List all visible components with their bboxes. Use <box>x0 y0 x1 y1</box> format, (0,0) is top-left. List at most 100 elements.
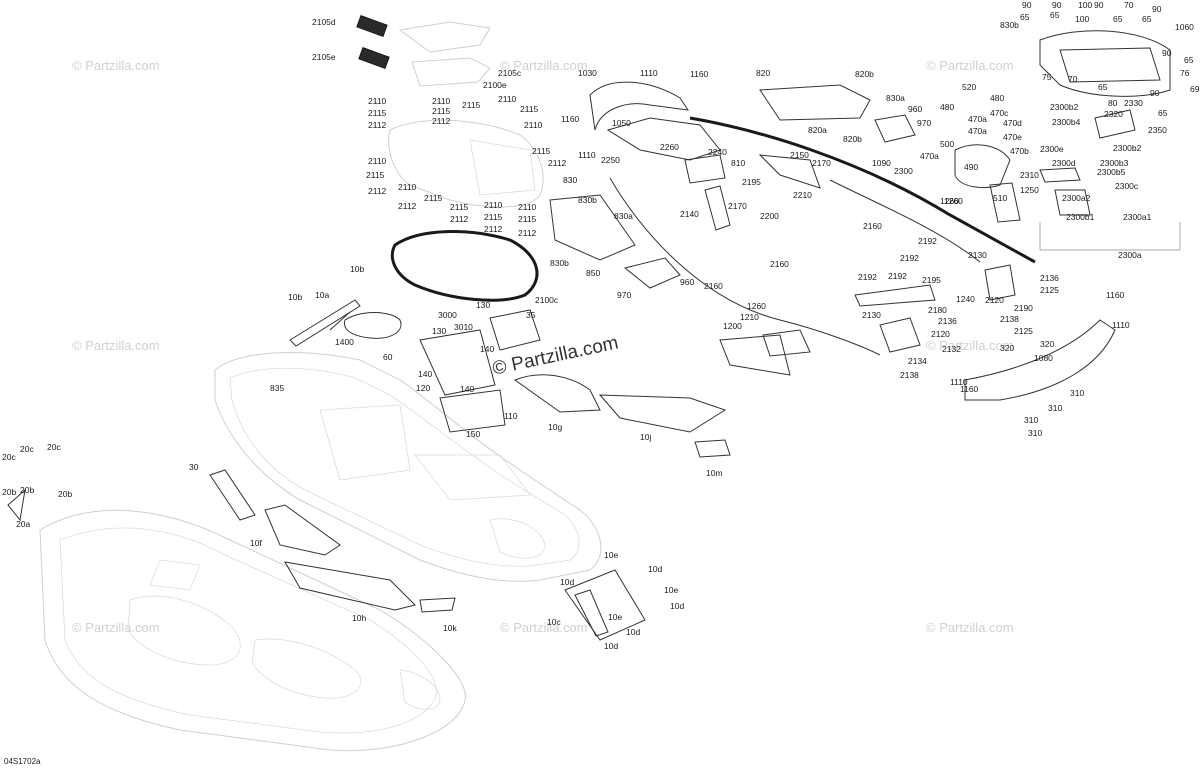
callout-label[interactable]: 320 <box>1040 339 1054 349</box>
callout-label[interactable]: 2300d <box>1052 158 1076 168</box>
callout-label[interactable]: 2300b2 <box>1113 143 1142 153</box>
callout-label[interactable]: 130 <box>476 300 490 310</box>
callout-label[interactable]: 65 <box>1098 82 1108 92</box>
callout-label[interactable]: 2130 <box>968 250 987 260</box>
callout-label[interactable]: 960 <box>908 104 922 114</box>
callout-label[interactable]: 10k <box>443 623 457 633</box>
callout-label[interactable]: 10e <box>608 612 622 622</box>
callout-label[interactable]: 820b <box>843 134 862 144</box>
callout-label[interactable]: 10e <box>604 550 618 560</box>
callout-label[interactable]: 835 <box>270 383 284 393</box>
callout-label[interactable]: 65 <box>1113 14 1123 24</box>
callout-label[interactable]: 2300 <box>894 166 913 176</box>
callout-label[interactable]: 490 <box>964 162 978 172</box>
callout-label[interactable]: 2115 <box>366 170 385 180</box>
callout-label[interactable]: 2150 <box>790 150 809 160</box>
callout-label[interactable]: 2136 <box>1040 273 1059 283</box>
callout-label[interactable]: 2190 <box>1014 303 1033 313</box>
callout-label[interactable]: 310 <box>1070 388 1084 398</box>
callout-label[interactable]: 2160 <box>863 221 882 231</box>
callout-label[interactable]: 65 <box>1142 14 1152 24</box>
callout-label[interactable]: 470e <box>1003 132 1022 142</box>
callout-label[interactable]: 90 <box>1150 88 1160 98</box>
callout-label[interactable]: 2120 <box>985 295 1004 305</box>
callout-label[interactable]: 2170 <box>812 158 831 168</box>
callout-label[interactable]: 2195 <box>922 275 941 285</box>
callout-label[interactable]: 830b <box>550 258 569 268</box>
callout-label[interactable]: 2110 <box>524 120 543 130</box>
callout-label[interactable]: 2192 <box>900 253 919 263</box>
callout-label[interactable]: 2112 <box>368 120 387 130</box>
callout-label[interactable]: 2100c <box>535 295 559 305</box>
callout-label[interactable]: 65 <box>1184 55 1194 65</box>
callout-label[interactable]: 1030 <box>578 68 597 78</box>
callout-label[interactable]: 2112 <box>368 186 387 196</box>
callout-label[interactable]: 1160 <box>1106 290 1125 300</box>
callout-label[interactable]: 1210 <box>740 312 759 322</box>
callout-label[interactable]: 70 <box>1068 74 1078 84</box>
callout-label[interactable]: 850 <box>586 268 600 278</box>
callout-label[interactable]: 1160 <box>561 114 580 124</box>
callout-label[interactable]: 10d <box>604 641 618 651</box>
callout-label[interactable]: 470d <box>1003 118 1022 128</box>
callout-label[interactable]: 960 <box>680 277 694 287</box>
callout-label[interactable]: 2138 <box>1000 314 1019 324</box>
callout-label[interactable]: 76 <box>1180 68 1190 78</box>
callout-label[interactable]: 10d <box>560 577 574 587</box>
callout-label[interactable]: 1110 <box>578 150 596 160</box>
callout-label[interactable]: 2300b3 <box>1100 158 1129 168</box>
callout-label[interactable]: 1240 <box>956 294 975 304</box>
callout-label[interactable]: 2115 <box>532 146 551 156</box>
callout-label[interactable]: 2110 <box>498 94 517 104</box>
callout-label[interactable]: 90 <box>1152 4 1162 14</box>
callout-label[interactable]: 130 <box>432 326 446 336</box>
callout-label[interactable]: 10a <box>315 290 329 300</box>
callout-label[interactable]: 2300b4 <box>1052 117 1081 127</box>
callout-label[interactable]: 2320 <box>1104 109 1123 119</box>
callout-label[interactable]: 2300a <box>1118 250 1142 260</box>
callout-label[interactable]: 140 <box>418 369 432 379</box>
callout-label[interactable]: 2110 <box>484 200 503 210</box>
callout-label[interactable]: 20c <box>47 442 61 452</box>
callout-label[interactable]: 470a <box>920 151 939 161</box>
callout-label[interactable]: 20b <box>2 487 16 497</box>
callout-label[interactable]: 2110 <box>398 182 417 192</box>
callout-label[interactable]: 2330 <box>1124 98 1143 108</box>
callout-label[interactable]: 90 <box>1094 0 1104 10</box>
callout-label[interactable]: 810 <box>731 158 745 168</box>
callout-label[interactable]: 1110 <box>1112 320 1130 330</box>
callout-label[interactable]: 10d <box>648 564 662 574</box>
callout-label[interactable]: 2250 <box>601 155 620 165</box>
callout-label[interactable]: 35 <box>526 310 536 320</box>
callout-label[interactable]: 480 <box>940 102 954 112</box>
callout-label[interactable]: 20a <box>16 519 30 529</box>
callout-label[interactable]: 830b <box>1000 20 1019 30</box>
callout-label[interactable]: 30 <box>189 462 199 472</box>
callout-label[interactable]: 1110 <box>950 377 968 387</box>
callout-label[interactable]: 10f <box>250 538 262 548</box>
callout-label[interactable]: 2180 <box>928 305 947 315</box>
callout-label[interactable]: 320 <box>1000 343 1014 353</box>
callout-label[interactable]: 510 <box>993 193 1007 203</box>
callout-label[interactable]: 3000 <box>438 310 457 320</box>
callout-label[interactable]: 65 <box>1050 10 1060 20</box>
callout-label[interactable]: 970 <box>617 290 631 300</box>
callout-label[interactable]: 1260 <box>944 196 963 206</box>
callout-label[interactable]: 100 <box>1078 0 1092 10</box>
callout-label[interactable]: 2300a2 <box>1062 193 1091 203</box>
callout-label[interactable]: 10d <box>670 601 684 611</box>
callout-label[interactable]: 520 <box>962 82 976 92</box>
callout-label[interactable]: 2112 <box>450 214 469 224</box>
callout-label[interactable]: 2112 <box>432 116 451 126</box>
callout-label[interactable]: 90 <box>1052 0 1062 10</box>
callout-label[interactable]: 80 <box>1108 98 1118 108</box>
callout-label[interactable]: 2115 <box>450 202 469 212</box>
callout-label[interactable]: 970 <box>917 118 931 128</box>
callout-label[interactable]: 1250 <box>1020 185 1039 195</box>
callout-label[interactable]: 470b <box>1010 146 1029 156</box>
callout-label[interactable]: 470a <box>968 126 987 136</box>
callout-label[interactable]: 2300c <box>1115 181 1139 191</box>
callout-label[interactable]: 1060 <box>1175 22 1194 32</box>
callout-label[interactable]: 10b <box>350 264 364 274</box>
callout-label[interactable]: 1200 <box>723 321 742 331</box>
